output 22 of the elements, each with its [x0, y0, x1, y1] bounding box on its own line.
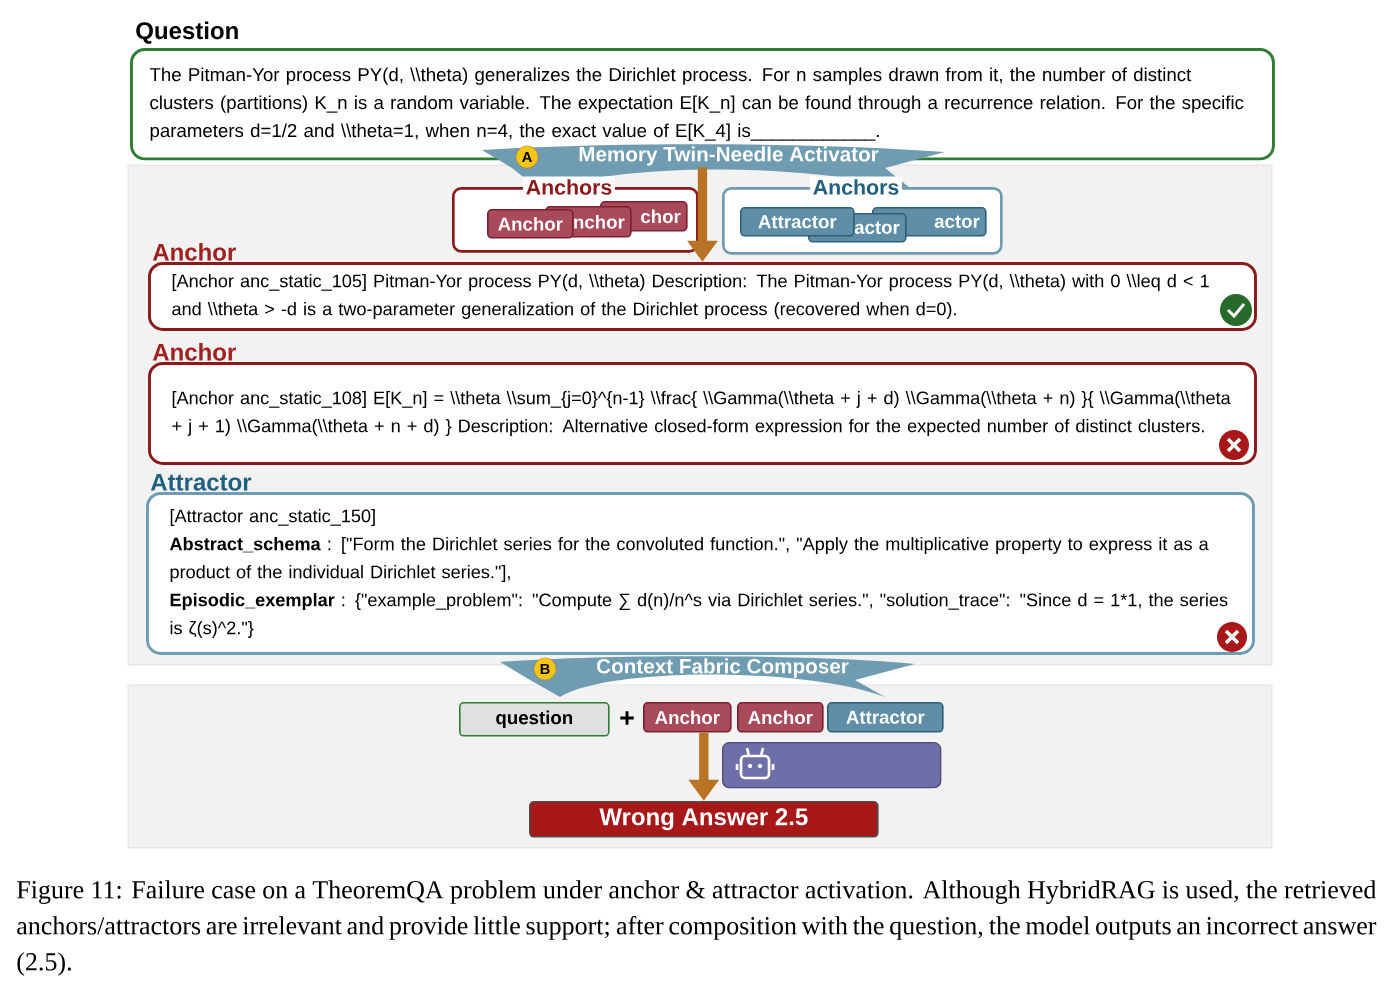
- node-label: Abstract_schema : ["Form the Dirichlet series for the convoluted function.", "Apply the multiplicative property to express it as a product of the individual Dirichlet series."],: [169, 537, 1209, 582]
- retrieved-card: [Attractor anc_static_150] Abstract_schema : ["Form the Dirichlet series for the convoluted function.", "Apply the multiplicative property to express it as a product of the individual Dirichlet series."], Episodic_exemplar : {"example_problem": "Compute ∑ d(n)/n^s via Dirichlet series.", "solution_trace": "Since d = 1*1, the series is ζ(s)^2."}: [146, 492, 1255, 655]
- tag-chip: Anchor: [487, 209, 574, 239]
- heading: Question: [136, 21, 238, 44]
- tag-chip: question: [459, 702, 610, 737]
- card-heading: Anchor: [152, 243, 236, 261]
- tag-chip: Attractor: [740, 207, 855, 237]
- node-label: [Attractor anc_static_150]: [170, 509, 375, 526]
- retrieved-card: [Anchor anc_static_105] Pitman-Yor process PY(d, \\theta) Description: The Pitman-Yor process PY(d, \\theta) with 0 \\leq d < 1 and \\theta > -d is a two-parameter generalization of the Dirichlet process (recovered when d=0).: [148, 262, 1257, 331]
- card-heading: Anchor: [152, 343, 236, 361]
- retrieved-card: [Anchor anc_static_108] E[K_n] = \\theta \\sum_{j=0}^{n-1} \\frac{ \\Gamma(\\theta + j + d) \\Gamma(\\theta + n) }{ \\Gamma(\\theta + j + 1) \\Gamma(\\theta + n + d) } Description: Alternative closed-form expression for the expected number of distinct clusters.: [148, 362, 1257, 465]
- answer-box: Wrong Answer 2.5: [529, 801, 879, 838]
- badge: A: [515, 145, 539, 169]
- tag-chip: Attractor: [827, 702, 944, 733]
- node-label: Episodic_exemplar : {"example_problem": "Compute ∑ d(n)/n^s via Dirichlet series.", "solution_trace": "Since d = 1*1, the series is ζ(s)^2."}: [170, 593, 1228, 638]
- caption: Figure 11: Failure case on a TheoremQA problem under anchor & attractor activation. Although HybridRAG is used, the retrieved anchors/attractors are irrelevant and provide little support; after composition with the question, the model outputs an incorrect answer (2.5).: [17, 880, 1377, 976]
- model-box: [722, 742, 942, 789]
- plus-sign: +: [620, 711, 634, 725]
- tag-chip: Anchor: [643, 702, 732, 733]
- card-heading: Attractor: [150, 474, 252, 491]
- badge: B: [533, 657, 557, 681]
- tag-chip: Anchor: [737, 702, 824, 733]
